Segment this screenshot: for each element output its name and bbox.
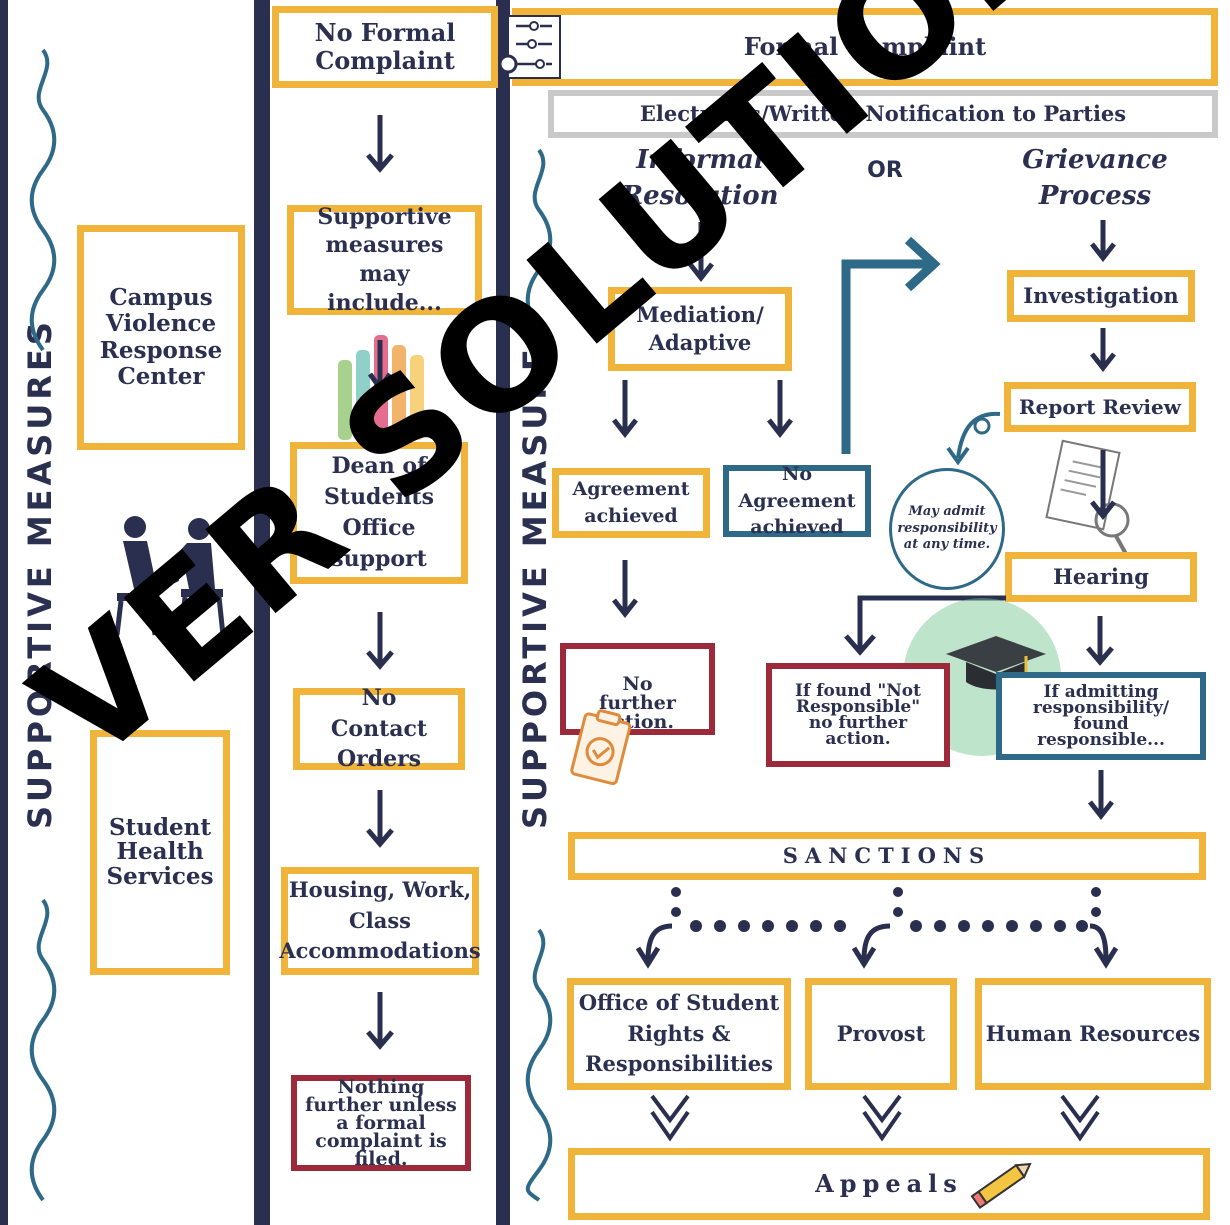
no-agreement-to-grievance-arrow	[841, 236, 941, 454]
divider-left	[254, 0, 270, 1225]
sanctions-dotted-branches	[635, 887, 1119, 969]
responsible-box: If admitting responsibility/ found respo…	[996, 672, 1206, 760]
arrow-down-5	[366, 992, 394, 1050]
campus-violence-box: Campus Violence Response Center	[77, 225, 245, 450]
double-chevron-3	[1060, 1094, 1100, 1142]
clipboard-check-icon	[570, 709, 632, 786]
curved-arrow-icon	[946, 411, 1001, 466]
no-contact-orders-box: No Contact Orders	[293, 685, 465, 772]
investigation-box: Investigation	[1007, 270, 1195, 322]
admit-note-circle: May admit responsibility at any time.	[889, 468, 1005, 590]
arrow-to-investigation	[1090, 220, 1116, 263]
double-chevron-1	[650, 1094, 690, 1142]
provost-box: Provost	[805, 978, 957, 1090]
double-chevron-2	[862, 1094, 902, 1142]
arrow-down-3	[366, 612, 394, 670]
right-wave-top	[525, 148, 553, 382]
agreement-box: Agreement achieved	[552, 468, 710, 538]
arrow-down-4	[366, 790, 394, 848]
two-people-talking-icon	[114, 516, 226, 636]
right-wave-bottom	[525, 928, 553, 1202]
sanctions-label: SANCTIONS	[782, 842, 992, 868]
hearing-box: Hearing	[1005, 552, 1197, 602]
admit-note-text: May admit responsibility at any time.	[897, 503, 997, 553]
process-flow-icon	[498, 15, 561, 79]
raised-hands-illustration	[338, 335, 424, 440]
grievance-process-label: Grievance Process	[1022, 145, 1168, 212]
report-review-box: Report Review	[1004, 382, 1196, 432]
sanctions-box: SANCTIONS	[568, 832, 1206, 880]
appeals-label: Appeals	[815, 1169, 963, 1199]
arrow-to-no-agreement	[767, 380, 793, 439]
or-label: OR	[867, 158, 903, 183]
student-health-box: Student Health Services	[90, 730, 230, 975]
mediation-box: Mediation/ Adaptive	[608, 287, 792, 371]
arrow-to-hearing	[1090, 450, 1116, 521]
no-formal-complaint-title: No Formal Complaint	[272, 6, 498, 88]
appeals-box: Appeals	[568, 1148, 1210, 1220]
supportive-measures-box: Supportive measures may include...	[287, 204, 482, 316]
notification-box: Electronic/Written Notification to Parti…	[548, 90, 1218, 138]
divider-middle	[496, 0, 510, 1225]
left-wave-bottom	[29, 898, 57, 1202]
arrow-to-report-review	[1090, 328, 1116, 373]
hearing-split-arrows	[844, 595, 1114, 666]
informal-resolution-label: Informal Resolution	[621, 145, 779, 212]
arrow-to-no-further	[612, 560, 638, 619]
dean-of-students-box: Dean of Students Office support	[290, 442, 468, 584]
left-border	[0, 0, 8, 1225]
no-agreement-box: No Agreement achieved	[723, 463, 871, 538]
housing-work-class-box: Housing, Work, Class Accommodations	[279, 867, 481, 975]
nothing-further-box: Nothing further unless a formal complain…	[291, 1075, 471, 1171]
formal-complaint-title: Formal Complaint	[512, 8, 1218, 86]
office-student-rights-box: Office of Student Rights & Responsibilit…	[567, 978, 791, 1090]
arrow-to-agreement	[612, 380, 638, 439]
not-responsible-box: If found "Not Responsible" no further ac…	[766, 663, 950, 767]
arrow-to-sanctions	[1088, 770, 1114, 821]
pencil-icon	[970, 1162, 1032, 1210]
human-resources-box: Human Resources	[975, 978, 1211, 1090]
arrow-down-1	[366, 115, 394, 173]
right-vertical-label: SUPPORTIVE MEASURES	[516, 318, 554, 829]
left-wave-top	[29, 48, 57, 352]
arrow-down-2	[367, 340, 393, 393]
arrow-to-mediation	[688, 222, 714, 283]
